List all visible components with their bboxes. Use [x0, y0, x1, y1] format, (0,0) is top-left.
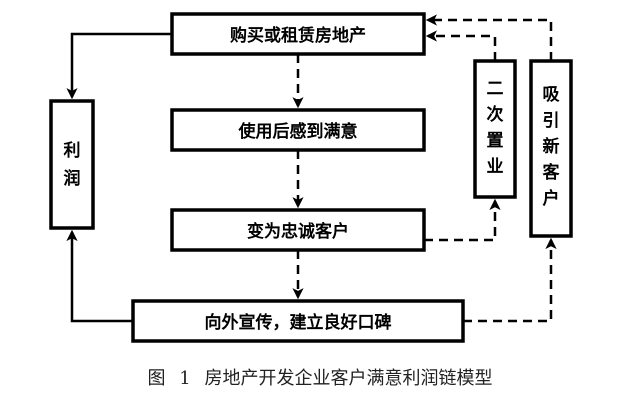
node-satisfaction: 使用后感到满意: [170, 108, 426, 152]
node-profit-char-2: 润: [64, 168, 81, 189]
node-satisfaction-label: 使用后感到满意: [238, 121, 358, 142]
node-word-of-mouth: 向外宣传，建立良好口碑: [131, 299, 465, 343]
arrow-word-of-mouth-to-new-customers: [463, 237, 557, 323]
node-new-customers-char-5: 户: [543, 188, 560, 209]
figure-caption: 图 1 房地产开发企业客户满意利润链模型: [0, 364, 640, 390]
node-loyal-customer-label: 变为忠诚客户: [247, 221, 349, 242]
node-repurchase-char-4: 业: [487, 157, 504, 177]
node-repurchase-char-1: 二: [487, 79, 504, 99]
node-profit: 利 润: [49, 99, 95, 230]
node-new-customers-char-4: 客: [542, 162, 561, 183]
node-new-customers-char-3: 新: [543, 136, 560, 157]
node-repurchase: 二 次 置 业: [473, 59, 517, 199]
figure-caption-text: 房地产开发企业客户满意利润链模型: [204, 368, 493, 389]
figure-caption-label: 图: [147, 368, 166, 389]
node-word-of-mouth-label: 向外宣传，建立良好口碑: [205, 312, 392, 333]
node-buy-or-rent: 购买或租赁房地产: [170, 12, 426, 56]
node-profit-char-1: 利: [64, 140, 81, 161]
arrow-word-of-mouth-to-profit: [66, 229, 133, 323]
node-loyal-customer: 变为忠诚客户: [170, 208, 426, 252]
node-buy-or-rent-label: 购买或租赁房地产: [230, 25, 366, 46]
node-repurchase-char-3: 置: [487, 131, 504, 151]
node-repurchase-char-2: 次: [487, 104, 504, 125]
figure-caption-number: 1: [179, 368, 191, 389]
arrow-loyal-to-repurchase: [424, 198, 501, 242]
arrow-buy-to-profit: [66, 32, 172, 100]
node-new-customers: 吸 引 新 客 户: [529, 59, 573, 238]
arrow-repurchase-to-buy: [425, 30, 497, 61]
node-new-customers-char-1: 吸: [543, 85, 561, 105]
node-new-customers-char-2: 引: [543, 111, 560, 131]
satisfaction-profit-chain-diagram: 购买或租赁房地产 使用后感到满意 变为忠诚客户 向外宣传，建立良好口碑 利 润 …: [49, 12, 573, 343]
arrow-new-customers-to-buy: [425, 14, 553, 61]
